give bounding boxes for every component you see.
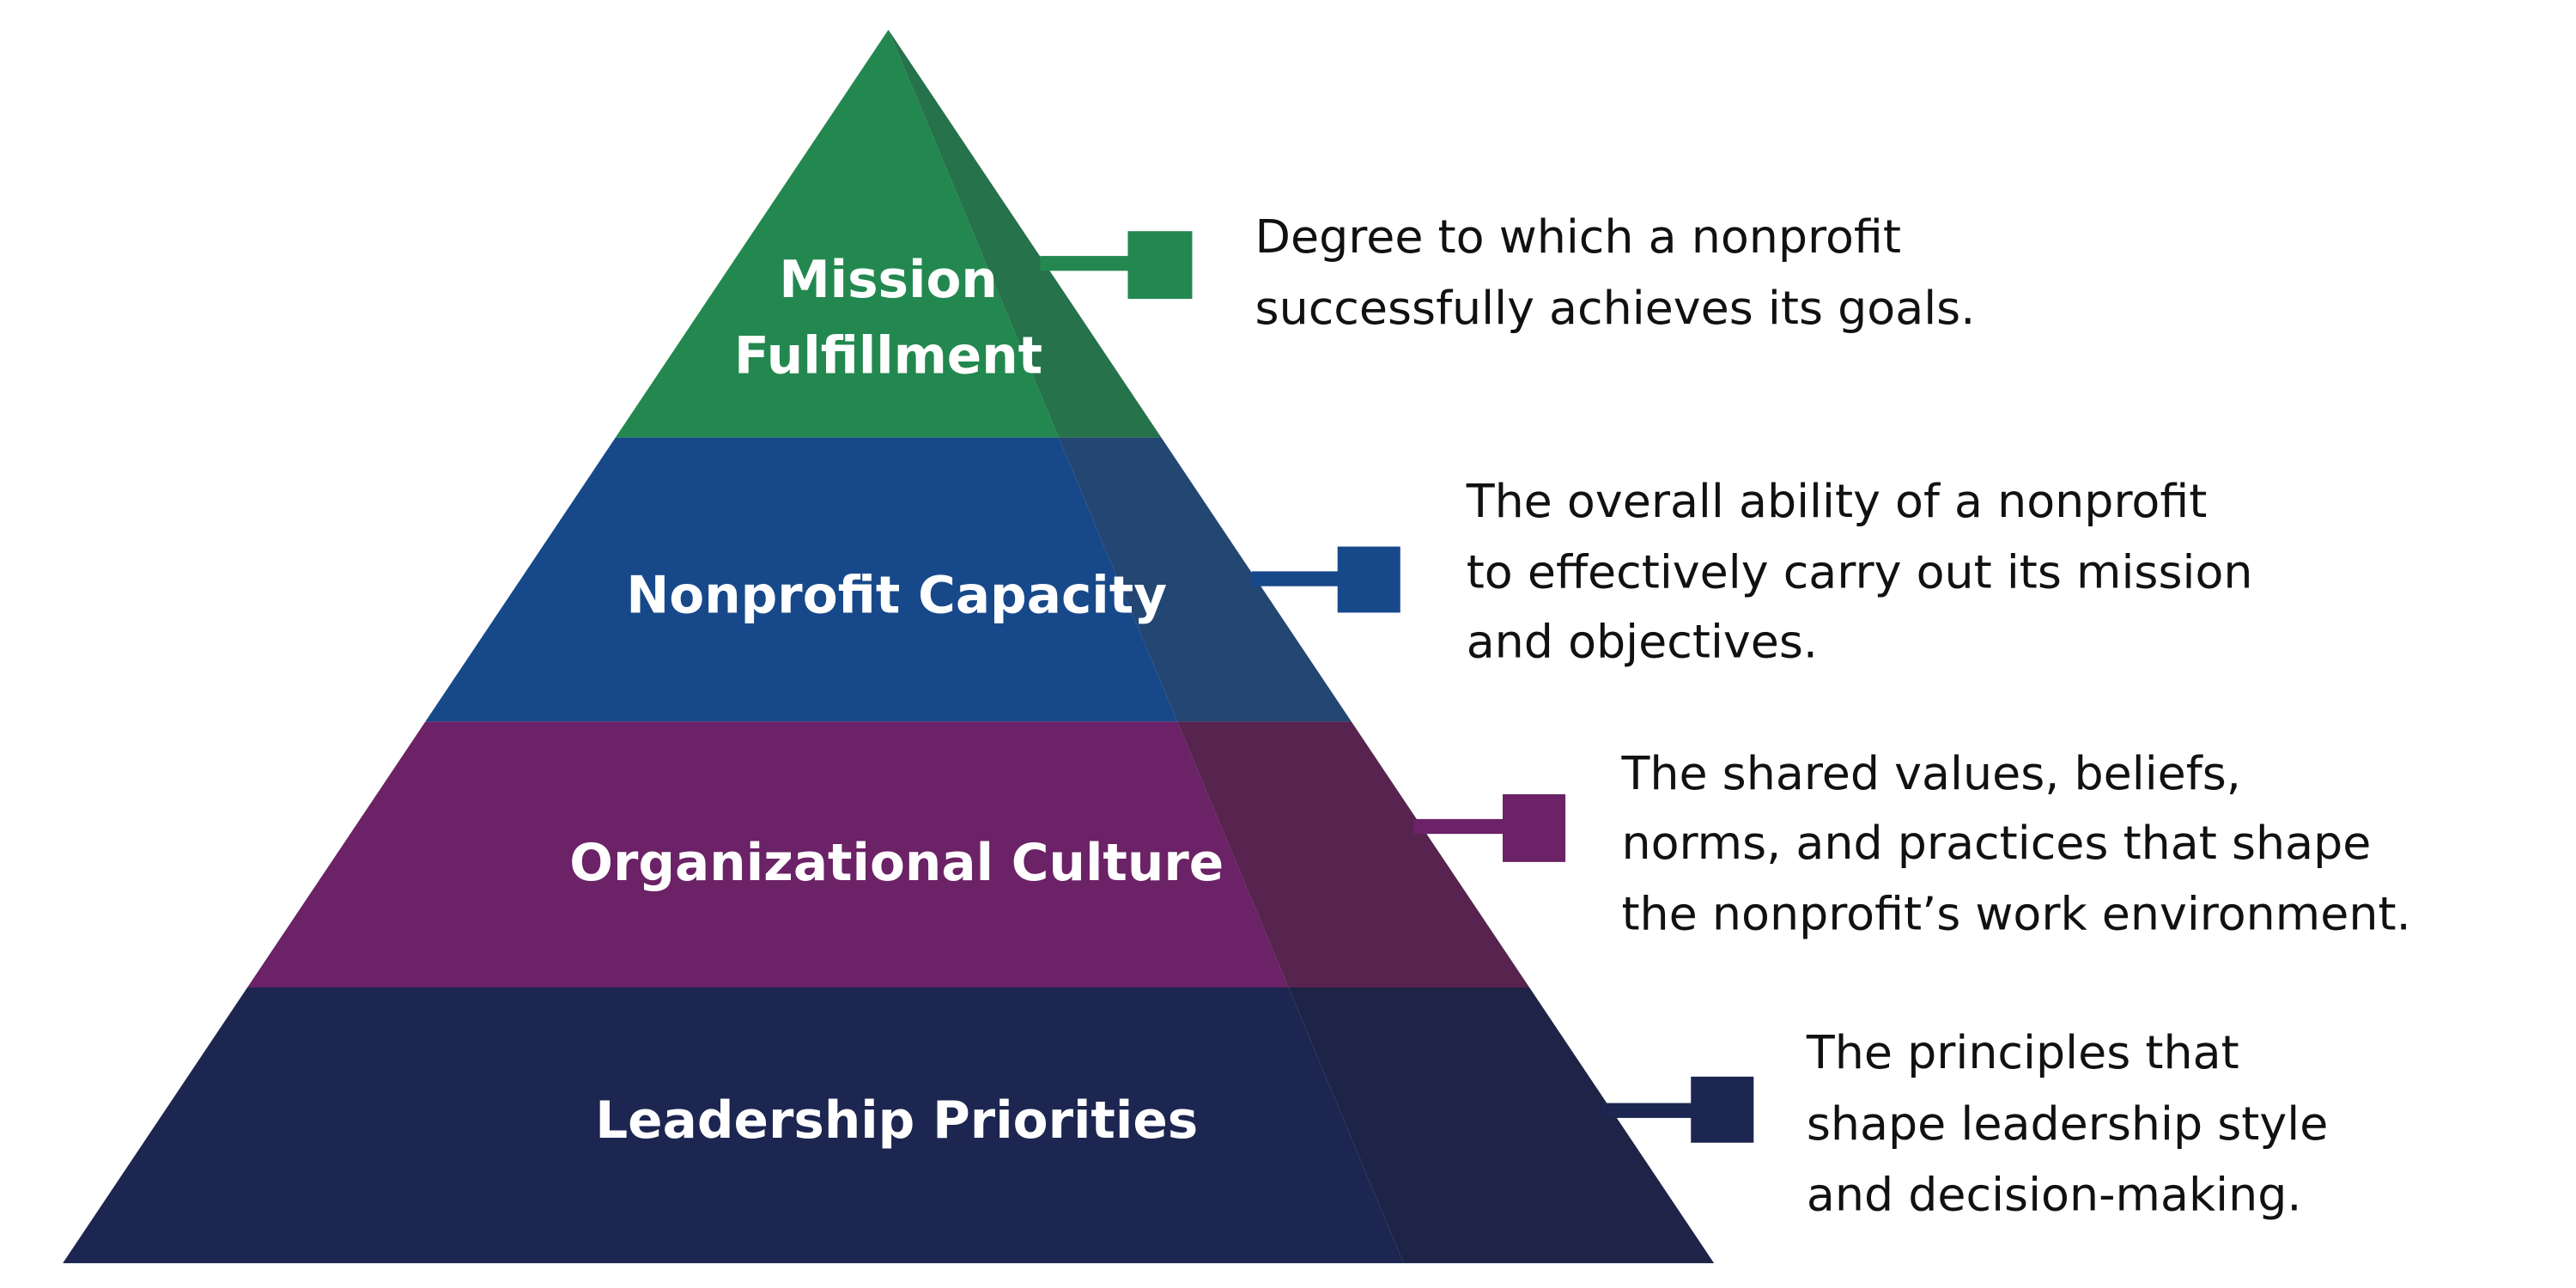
- tier-description: to effectively carry out its mission: [1467, 545, 2253, 599]
- tier-organizational-culture: Organizational Culture The shared values…: [247, 721, 2411, 987]
- tier-shade: [1059, 437, 1352, 722]
- tier-label: Leadership Priorities: [595, 1091, 1198, 1151]
- tier-shade: [888, 29, 1162, 438]
- tier-nonprofit-capacity: Nonprofit Capacity The overall ability o…: [425, 437, 2253, 722]
- tier-description: norms, and practices that shape: [1621, 816, 2371, 870]
- tier-description: Degree to which a nonprofit: [1255, 210, 1901, 264]
- tier-label: Fulfillment: [734, 327, 1042, 386]
- tier-description: successfully achieves its goals.: [1255, 281, 1976, 335]
- tier-label: Organizational Culture: [569, 834, 1224, 893]
- connector-line: [1601, 1103, 1695, 1118]
- connector-line: [1251, 571, 1341, 586]
- tier-band: [615, 29, 1060, 438]
- tier-mission-fulfillment: Mission Fulfillment Degree to which a no…: [615, 29, 1976, 438]
- connector-square: [1337, 546, 1400, 613]
- connector-square: [1503, 794, 1566, 862]
- tier-description: and objectives.: [1467, 614, 1818, 668]
- tier-band: [63, 987, 1404, 1264]
- connector-line: [1413, 818, 1506, 835]
- tier-description: The shared values, beliefs,: [1620, 746, 2240, 800]
- tier-band: [425, 437, 1178, 722]
- connector-square: [1691, 1076, 1754, 1143]
- tier-description: the nonprofit’s work environment.: [1621, 887, 2410, 941]
- tier-label: Nonprofit Capacity: [626, 566, 1167, 625]
- tier-shade: [1177, 721, 1530, 987]
- tier-leadership-priorities: Leadership Priorities The principles tha…: [63, 987, 2329, 1264]
- tier-shade: [1288, 987, 1715, 1264]
- tier-description: The principles that: [1806, 1025, 2239, 1079]
- tier-description: The overall ability of a nonprofit: [1466, 474, 2208, 528]
- connector-line: [1040, 256, 1132, 271]
- tier-description: and decision-making.: [1807, 1168, 2302, 1222]
- tier-description: shape leadership style: [1807, 1097, 2329, 1151]
- tier-label: Mission: [779, 251, 998, 310]
- tier-band: [247, 721, 1289, 987]
- connector-square: [1127, 231, 1193, 300]
